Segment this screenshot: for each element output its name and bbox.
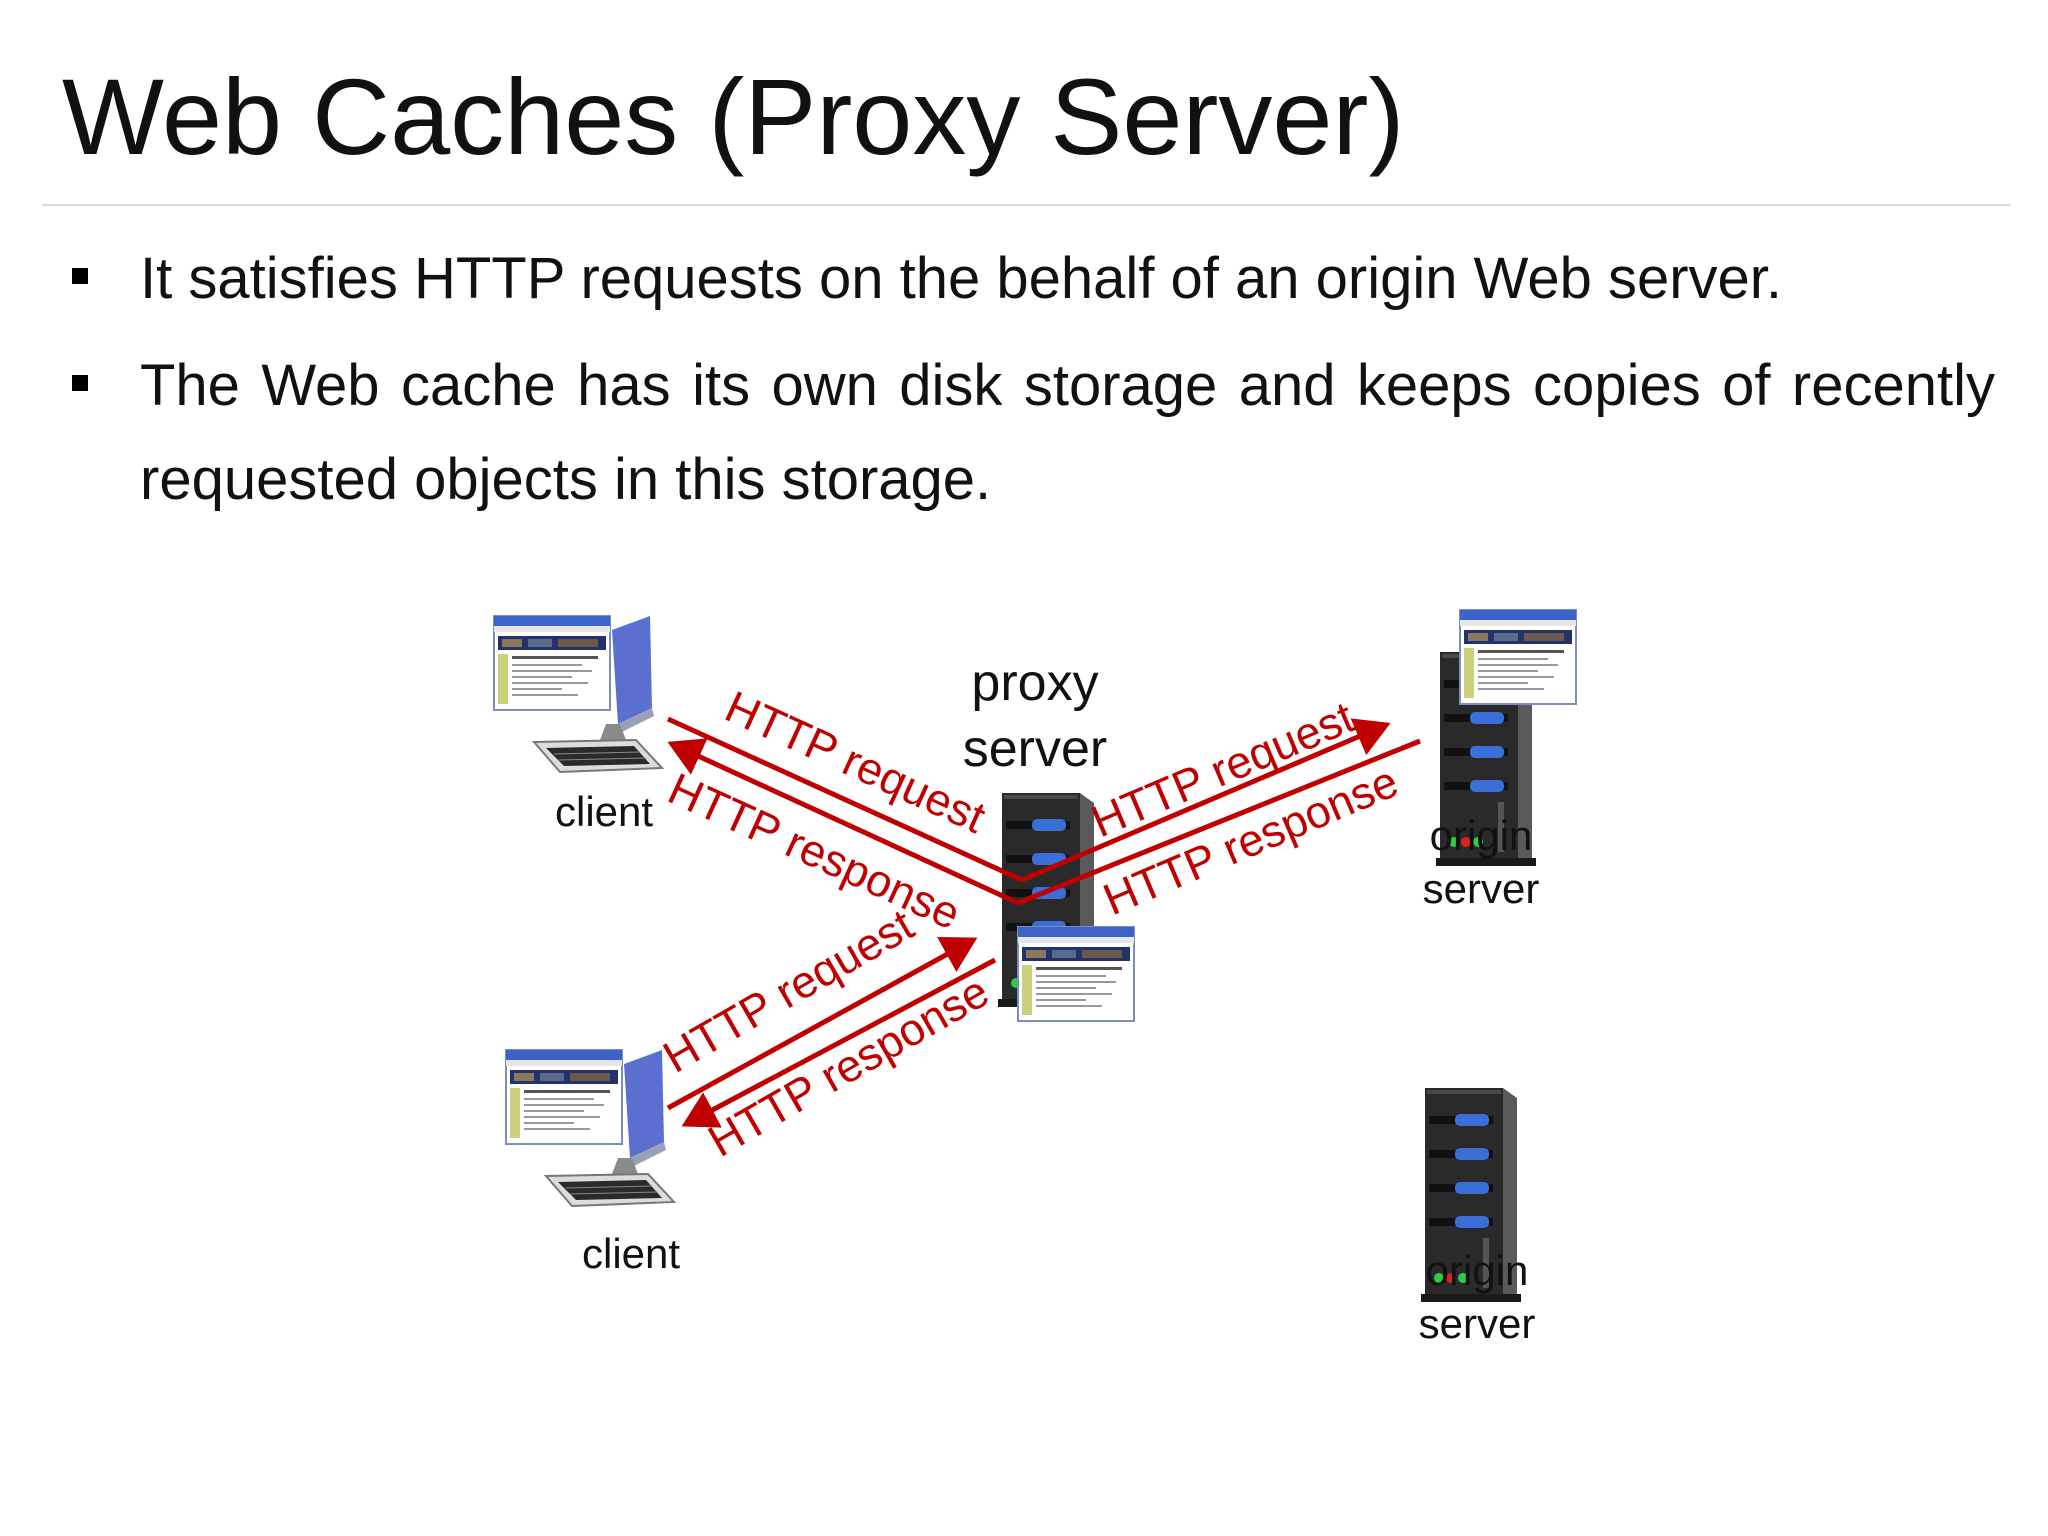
proxy-label-line2: server	[963, 720, 1107, 778]
client-top-label: client	[555, 788, 653, 835]
origin-bottom-label-line1: origin	[1426, 1247, 1529, 1294]
arrow-client1-response	[667, 738, 1020, 906]
proxy-label-line1: proxy	[971, 654, 1098, 712]
arrow-client2-request	[666, 936, 978, 1111]
bullet-marker-2	[72, 375, 88, 391]
client-bottom-label: client	[582, 1230, 680, 1277]
arrow-client2-response	[681, 957, 997, 1128]
bullet-text-1: It satisfies HTTP requests on the behalf…	[140, 246, 1783, 311]
client-bottom-computer-icon	[506, 1050, 674, 1206]
bullet-marker-1	[72, 268, 88, 284]
proxy-cache-browser-icon	[1017, 926, 1135, 1022]
arrow-origin-response	[1017, 738, 1421, 906]
arrow-origin-request	[1021, 718, 1391, 883]
page-title: Web Caches (Proxy Server)	[62, 56, 1405, 177]
arrow-client1-request	[666, 716, 1024, 883]
title-divider	[42, 204, 2010, 206]
client-top-computer-icon	[494, 616, 662, 772]
origin-top-label-line1: origin	[1430, 812, 1533, 859]
origin-bottom-label-line2: server	[1419, 1300, 1536, 1347]
origin-top-label-line2: server	[1423, 865, 1540, 912]
bullet-text-2: The Web cache has its own disk storage a…	[140, 353, 1995, 512]
origin-server-top-browser-icon	[1459, 609, 1577, 705]
